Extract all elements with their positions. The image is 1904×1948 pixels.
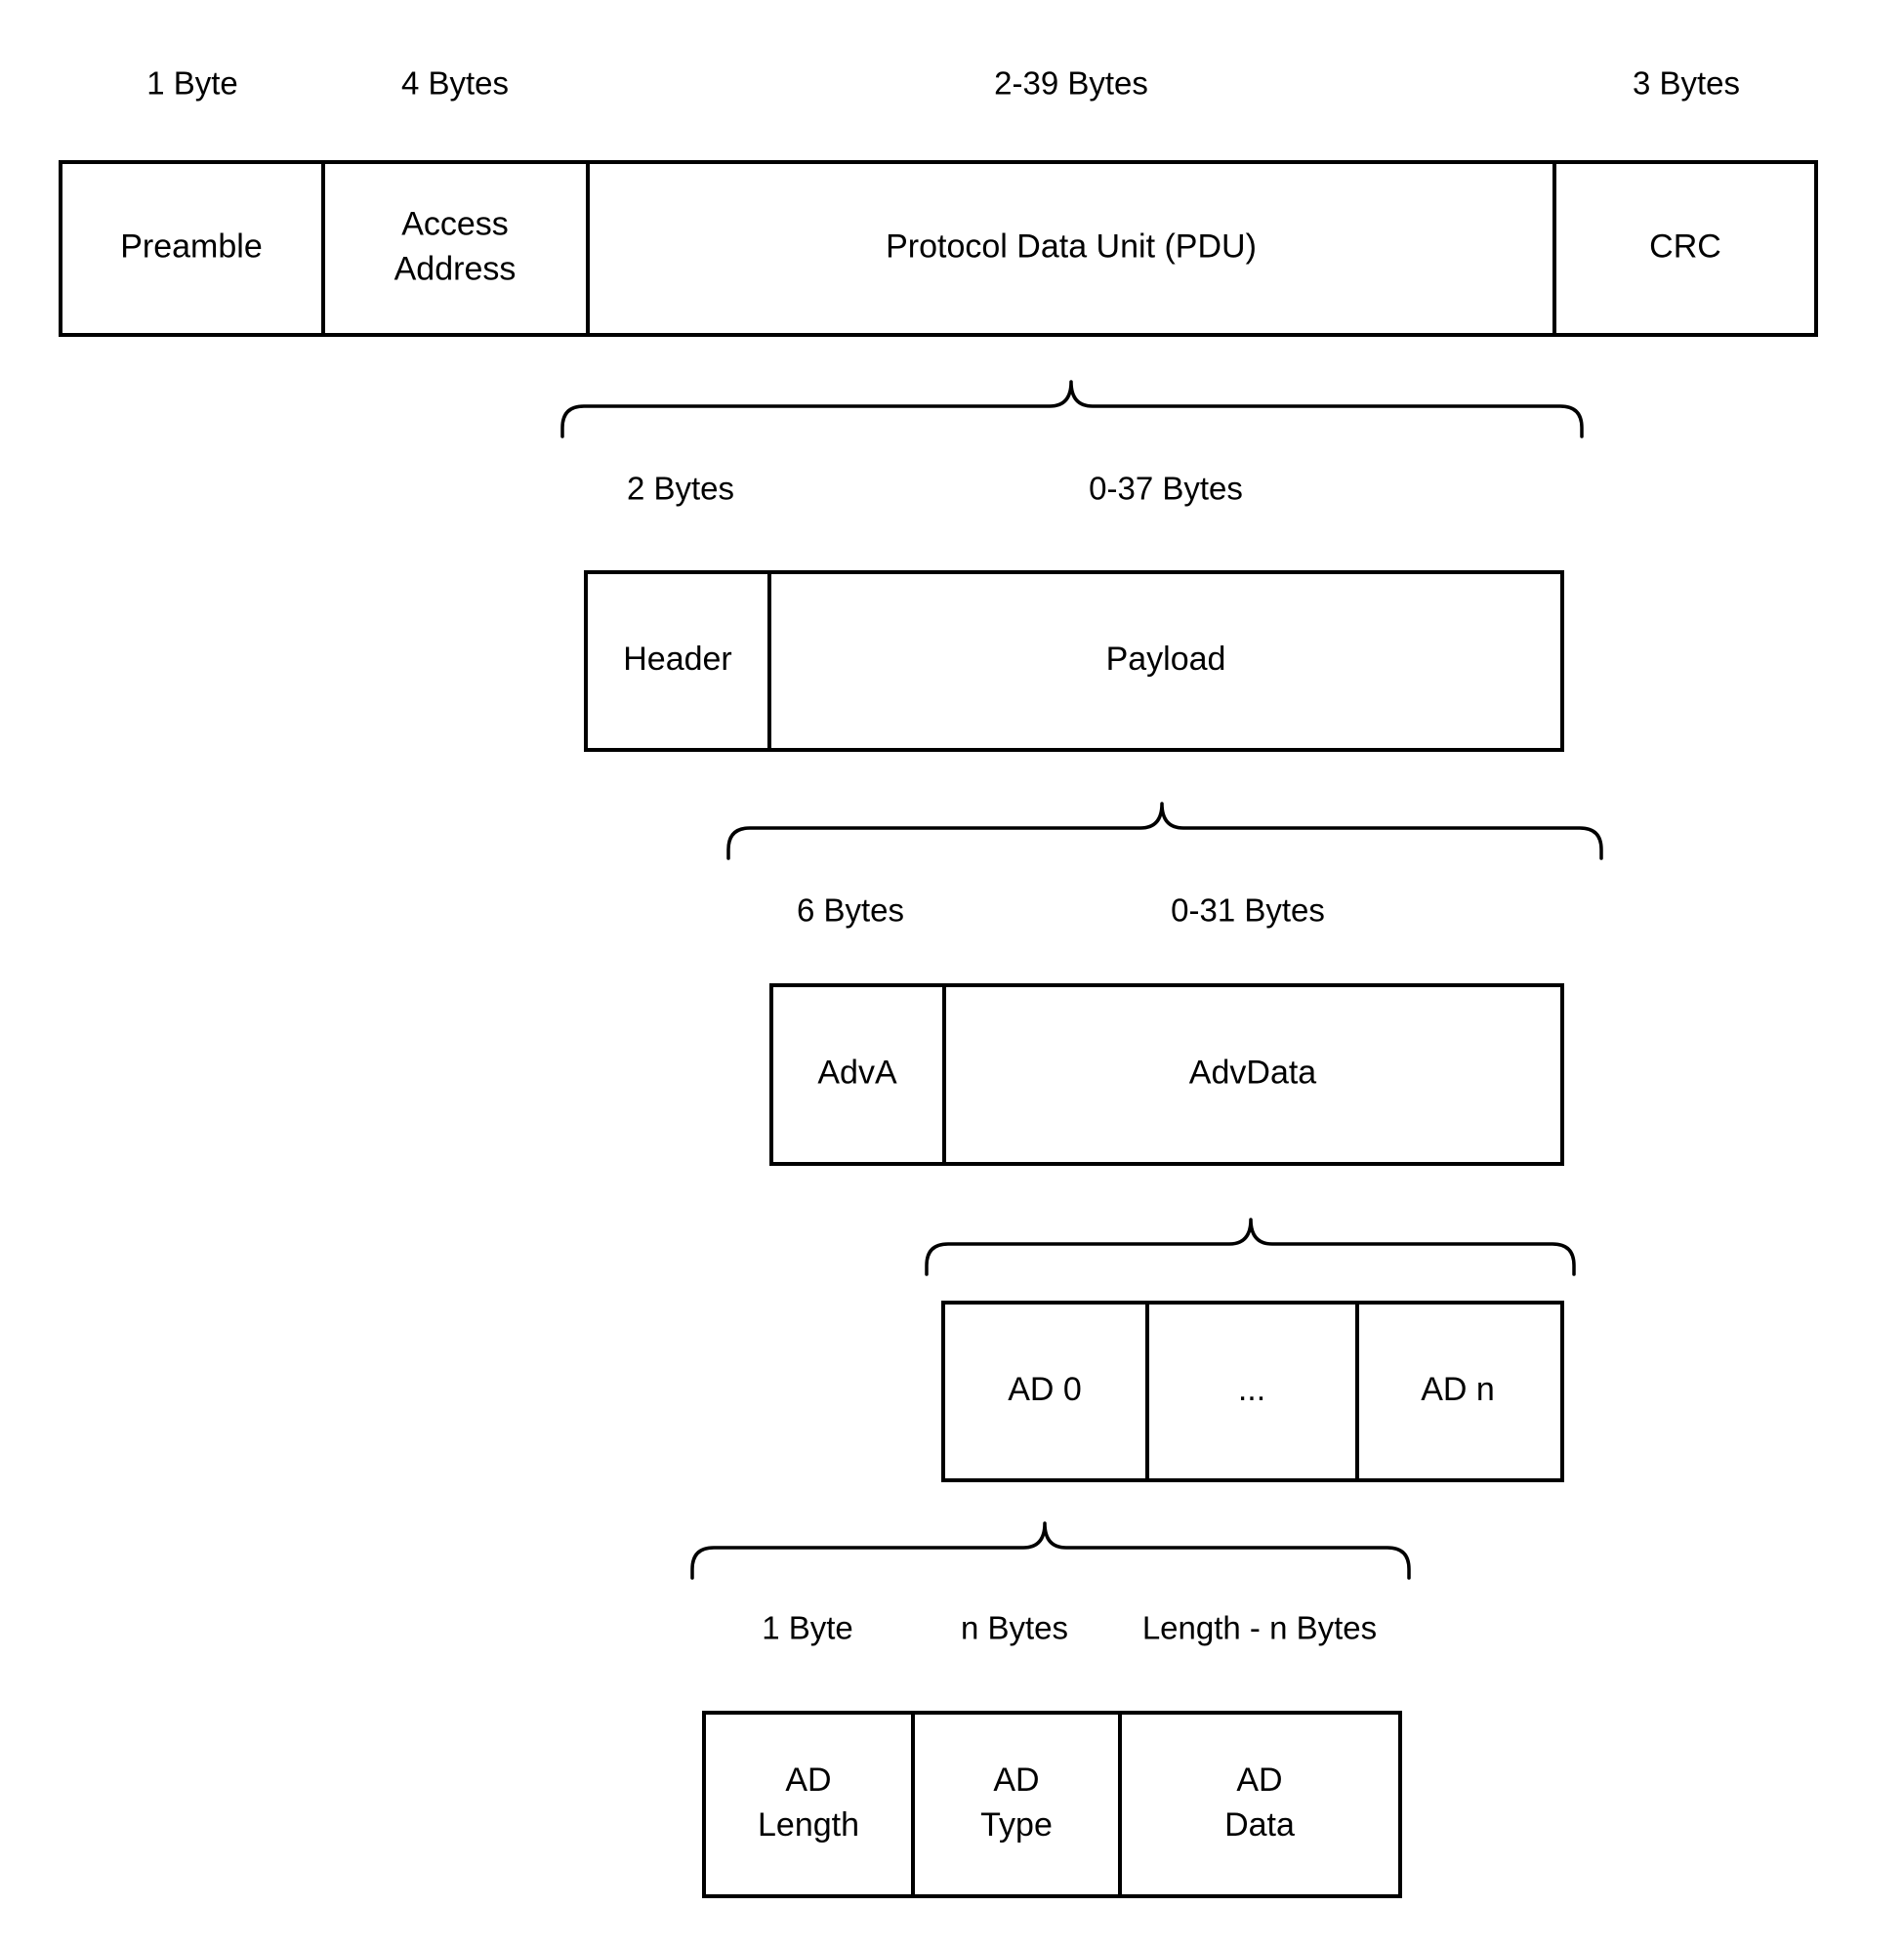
size-label-ad-structure-2: Length - n Bytes xyxy=(1142,1610,1377,1646)
size-label-link-layer-packet-0: 1 Byte xyxy=(146,65,238,102)
size-label-payload-1: 0-31 Bytes xyxy=(1171,892,1325,929)
field-label-link-layer-packet-3: CRC xyxy=(1649,228,1721,265)
brace-payload xyxy=(726,802,1603,860)
field-label-payload-1: AdvData xyxy=(1189,1054,1316,1091)
field-label-pdu-0: Header xyxy=(623,641,732,678)
brace-advdata xyxy=(925,1218,1576,1276)
size-label-pdu-0: 2 Bytes xyxy=(627,471,734,507)
packet-level-advdata: AD 0... AD n xyxy=(925,1218,1576,1482)
field-label-advdata-1: ... xyxy=(1238,1371,1265,1408)
field-label-advdata-2: AD n xyxy=(1421,1371,1495,1408)
size-label-pdu-1: 0-37 Bytes xyxy=(1089,471,1243,507)
field-row-link-layer-packet xyxy=(59,160,1818,337)
field-label-advdata-0: AD 0 xyxy=(1008,1371,1082,1408)
field-row-ad-structure xyxy=(702,1711,1402,1898)
field-label-payload-0: AdvA xyxy=(817,1054,897,1091)
field-row-payload xyxy=(769,983,1564,1166)
field-label-link-layer-packet-2: Protocol Data Unit (PDU) xyxy=(886,228,1257,265)
size-label-ad-structure-1: n Bytes xyxy=(961,1610,1068,1646)
size-label-link-layer-packet-3: 3 Bytes xyxy=(1633,65,1740,102)
field-label-link-layer-packet-0: Preamble xyxy=(120,228,263,265)
brace-ad-structure xyxy=(690,1521,1411,1580)
brace-pdu xyxy=(560,380,1584,438)
size-label-payload-0: 6 Bytes xyxy=(797,892,904,929)
size-label-link-layer-packet-2: 2-39 Bytes xyxy=(994,65,1148,102)
field-row-pdu xyxy=(584,570,1564,752)
field-label-pdu-1: Payload xyxy=(1106,641,1226,678)
field-row-advdata xyxy=(941,1301,1564,1482)
size-label-link-layer-packet-1: 4 Bytes xyxy=(401,65,509,102)
size-label-ad-structure-0: 1 Byte xyxy=(762,1610,853,1646)
